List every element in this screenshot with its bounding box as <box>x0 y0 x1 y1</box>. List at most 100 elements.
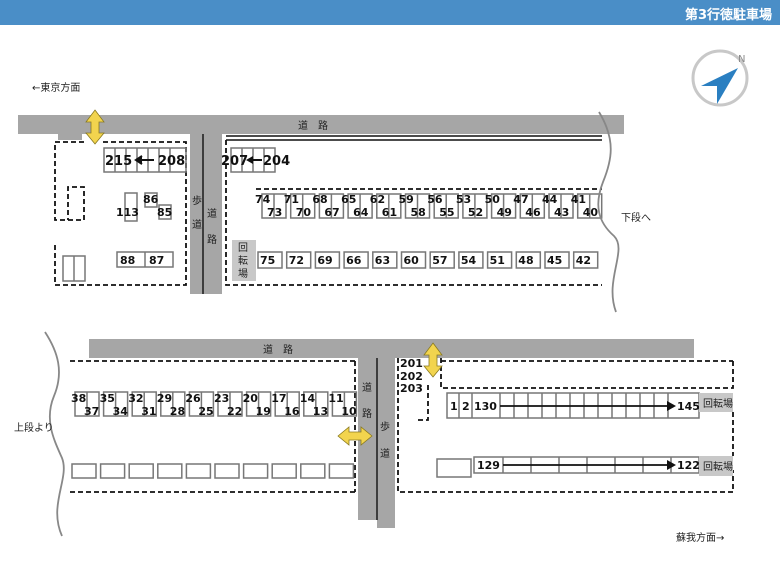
walk-b-char-2: 道 <box>380 447 390 460</box>
space-35: 35 <box>100 392 115 405</box>
bottom-road <box>89 339 694 358</box>
double-arrow-icon <box>85 109 105 145</box>
road-b-char-1: 道 <box>362 381 372 394</box>
stalls-215-208 <box>103 147 187 173</box>
space-11: 11 <box>328 392 343 405</box>
space-55: 55 <box>439 206 454 219</box>
space-62: 62 <box>370 193 385 206</box>
road-v-char-2: 路 <box>207 233 217 246</box>
parking-stall <box>372 251 398 269</box>
space-59: 59 <box>399 193 414 206</box>
turnaround-upper-label: 回転場 <box>703 397 733 410</box>
parking-stall <box>257 251 283 269</box>
parking-stall <box>285 251 312 269</box>
top-road-label: 道 路 <box>298 119 328 132</box>
direction-tokyo: ←東京方面 <box>32 81 80 94</box>
top-road-vertical <box>203 134 222 294</box>
space-113: 113 <box>116 206 139 219</box>
parking-stall <box>314 251 341 269</box>
parking-stall <box>71 463 97 479</box>
parking-stall <box>515 251 542 269</box>
space-23: 23 <box>214 392 229 405</box>
space-31: 31 <box>141 405 156 418</box>
space-72: 72 <box>289 254 304 267</box>
top-stall-rows: 7473717068676564626159585655535250494746… <box>255 193 603 269</box>
parking-stall <box>429 251 455 269</box>
space-51: 51 <box>490 254 505 267</box>
parking-stall <box>572 251 599 269</box>
space-61: 61 <box>382 206 397 219</box>
space-204: 204 <box>263 154 290 169</box>
header-bar: 第3行徳駐車場 <box>0 0 780 25</box>
space-25: 25 <box>198 405 213 418</box>
space-40: 40 <box>583 206 599 219</box>
space-37: 37 <box>84 405 99 418</box>
parking-stall <box>400 251 427 269</box>
space-58: 58 <box>411 206 426 219</box>
space-17: 17 <box>271 392 286 405</box>
space-145: 145 <box>677 400 700 413</box>
space-46: 46 <box>525 206 541 219</box>
double-arrow-icon <box>423 342 443 378</box>
space-130: 130 <box>474 400 497 413</box>
space-54: 54 <box>461 254 477 267</box>
space-29: 29 <box>157 392 172 405</box>
space-34: 34 <box>113 405 129 418</box>
turnaround-lower <box>699 456 733 476</box>
space-52: 52 <box>468 206 483 219</box>
space-87: 87 <box>149 254 164 267</box>
space-44: 44 <box>542 193 558 206</box>
space-14: 14 <box>300 392 316 405</box>
page-title: 第3行徳駐車場 <box>684 8 772 23</box>
space-32: 32 <box>128 392 143 405</box>
direction-soga: 蘇我方面→ <box>676 531 724 544</box>
space-207: 207 <box>221 154 248 169</box>
turn-char-2: 転 <box>238 255 248 267</box>
compass-icon: N <box>691 49 749 107</box>
space-48: 48 <box>518 254 533 267</box>
space-65: 65 <box>341 193 356 206</box>
parking-stall <box>214 463 240 479</box>
space-71: 71 <box>284 193 299 206</box>
space-13: 13 <box>313 405 328 418</box>
space-38: 38 <box>71 392 86 405</box>
parking-stall <box>544 251 570 269</box>
road-b-char-2: 路 <box>362 407 372 420</box>
space-203: 203 <box>400 382 423 395</box>
parking-stall <box>242 463 269 479</box>
space-19: 19 <box>256 405 271 418</box>
parking-stall <box>99 463 126 479</box>
space-28: 28 <box>170 405 185 418</box>
space-49: 49 <box>497 206 512 219</box>
space-64: 64 <box>353 206 369 219</box>
direction-from-upper: 上段より <box>14 421 54 434</box>
space-10: 10 <box>341 405 357 418</box>
space-1: 1 <box>450 400 458 413</box>
space-201: 201 <box>400 357 423 370</box>
space-22: 22 <box>227 405 242 418</box>
space-86: 86 <box>143 193 159 206</box>
space-43: 43 <box>554 206 569 219</box>
bottom-road-label: 道 路 <box>263 343 293 356</box>
svg-text:N: N <box>738 54 745 65</box>
walk-b-char-1: 歩 <box>380 420 390 433</box>
parking-stall <box>328 463 355 479</box>
parking-stall <box>458 251 484 269</box>
parking-stall <box>185 463 212 479</box>
walkway-char-2: 道 <box>192 218 202 231</box>
space-208: 208 <box>158 154 185 169</box>
space-41: 41 <box>571 193 586 206</box>
space-16: 16 <box>284 405 300 418</box>
space-60: 60 <box>404 254 420 267</box>
space-63: 63 <box>375 254 390 267</box>
space-47: 47 <box>513 193 528 206</box>
space-202: 202 <box>400 370 423 383</box>
space-74: 74 <box>255 193 271 206</box>
space-69: 69 <box>317 254 332 267</box>
parking-stall <box>343 251 369 269</box>
space-129: 129 <box>477 459 500 472</box>
parking-stall <box>300 463 326 479</box>
space-26: 26 <box>185 392 201 405</box>
space-45: 45 <box>547 254 562 267</box>
